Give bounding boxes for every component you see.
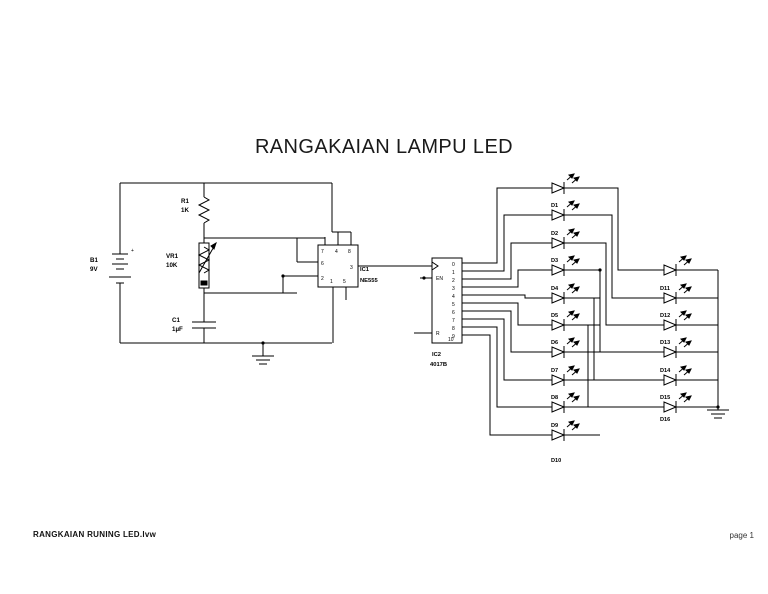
- ic1-ne555: 7 4 8 6 2 3 1 5 IC1 NE555: [204, 183, 424, 343]
- capacitor-c1: C1 1µF: [172, 293, 216, 343]
- led-d3: D2: [546, 228, 600, 249]
- ic1-pin-4: 4: [335, 249, 338, 255]
- led-d12: D11: [658, 283, 718, 304]
- led-d8: D7: [546, 365, 600, 386]
- capacitor-value-label: 1µF: [172, 326, 183, 333]
- output-bus-wiring: [462, 187, 546, 436]
- led-d2: D1: [546, 200, 600, 221]
- resistor-value-label: 1K: [181, 207, 189, 214]
- led-d15: D14: [658, 365, 718, 386]
- led-d9-label: D9: [551, 423, 558, 429]
- ground-symbol-right: [707, 270, 729, 419]
- capacitor-ref-label: C1: [172, 317, 180, 324]
- vr-value-label: 10K: [166, 262, 178, 269]
- ic1-value-label: NE555: [360, 278, 379, 284]
- led-d14-label: D14: [660, 368, 671, 374]
- led-d10: D9 D10: [546, 420, 600, 464]
- led-d6-label: D6: [551, 340, 558, 346]
- footer-filename: RANGKAIAN RUNING LED.lvw: [33, 530, 157, 539]
- ic2-out-0: 0: [452, 262, 455, 268]
- ic2-out-2: 2: [452, 278, 455, 284]
- supply-loop-wiring: [119, 182, 332, 344]
- ground-symbol-left: [252, 341, 274, 365]
- ic2-out-6: 6: [452, 310, 455, 316]
- led-d7: D6: [546, 337, 600, 358]
- led-d11: [658, 255, 718, 276]
- ic1-ref-label: IC1: [360, 267, 370, 273]
- led-d7-label: D7: [551, 368, 558, 374]
- led-d5: D4: [546, 283, 600, 304]
- led-d13-label: D13: [660, 340, 670, 346]
- ic1-pin-7: 7: [321, 249, 324, 255]
- led-d1: [546, 173, 600, 194]
- ic2-carry-10: 10: [448, 337, 454, 343]
- right-column-bus-wiring: [587, 187, 658, 408]
- battery-b1: B1 9V +: [90, 248, 134, 287]
- led-d2-label: D2: [551, 231, 558, 237]
- resistor-ref-label: R1: [181, 198, 189, 205]
- led-d12-label: D12: [660, 313, 670, 319]
- ic2-out-1: 1: [452, 270, 455, 276]
- led-d8-label: D8: [551, 395, 558, 401]
- ic2-4017b: EN R 0 1 2 3 4 5 6 7 8 9 10 IC2 4017B: [414, 257, 463, 368]
- footer-page-number: page 1: [729, 531, 754, 540]
- ic2-out-7: 7: [452, 318, 455, 324]
- led-d11-label: D11: [660, 286, 670, 292]
- led-d6: D5: [546, 310, 600, 331]
- led-d1-label: D1: [551, 203, 558, 209]
- page-title: RANGAKAIAN LAMPU LED: [254, 136, 514, 158]
- ic1-pin-1: 1: [330, 279, 333, 285]
- led-d4-label: D4: [551, 286, 559, 292]
- ic2-out-4: 4: [452, 294, 455, 300]
- vr-ref-label: VR1: [166, 253, 179, 260]
- ic1-pin-2: 2: [321, 276, 324, 282]
- ic2-out-8: 8: [452, 326, 455, 332]
- led-d10-label: D10: [551, 458, 561, 464]
- ic1-pin-5: 5: [343, 279, 346, 285]
- ic2-ref-label: IC2: [432, 352, 441, 358]
- led-d15-label: D15: [660, 395, 670, 401]
- battery-value-label: 9V: [90, 266, 98, 273]
- ic2-value-label: 4017B: [430, 362, 447, 368]
- led-d4: D3: [546, 255, 600, 276]
- battery-ref-label: B1: [90, 257, 98, 264]
- led-d16: D15 D16: [658, 392, 718, 423]
- led-d3-label: D3: [551, 258, 558, 264]
- variable-resistor-vr1: VR1 10K: [166, 238, 297, 294]
- led-d9: D8: [546, 392, 600, 413]
- resistor-r1: R1 1K: [181, 183, 297, 239]
- ic2-out-9: 9: [452, 334, 455, 340]
- led-d14: D13: [658, 337, 718, 358]
- ic2-out-3: 3: [452, 286, 455, 292]
- led-column-left: D1 D2: [546, 173, 600, 464]
- battery-plus-label: +: [131, 248, 134, 254]
- ic1-pin-6: 6: [321, 261, 324, 267]
- ic2-enable-label: EN: [436, 276, 443, 282]
- led-d13: D12: [658, 310, 718, 331]
- led-d16-label: D16: [660, 417, 670, 423]
- ic2-reset-label: R: [436, 331, 440, 337]
- ic2-out-5: 5: [452, 302, 455, 308]
- led-column-right: D11 D12: [658, 255, 718, 423]
- ic1-pin-3: 3: [350, 265, 353, 271]
- ic1-pin-8: 8: [348, 249, 351, 255]
- led-d5-label: D5: [551, 313, 558, 319]
